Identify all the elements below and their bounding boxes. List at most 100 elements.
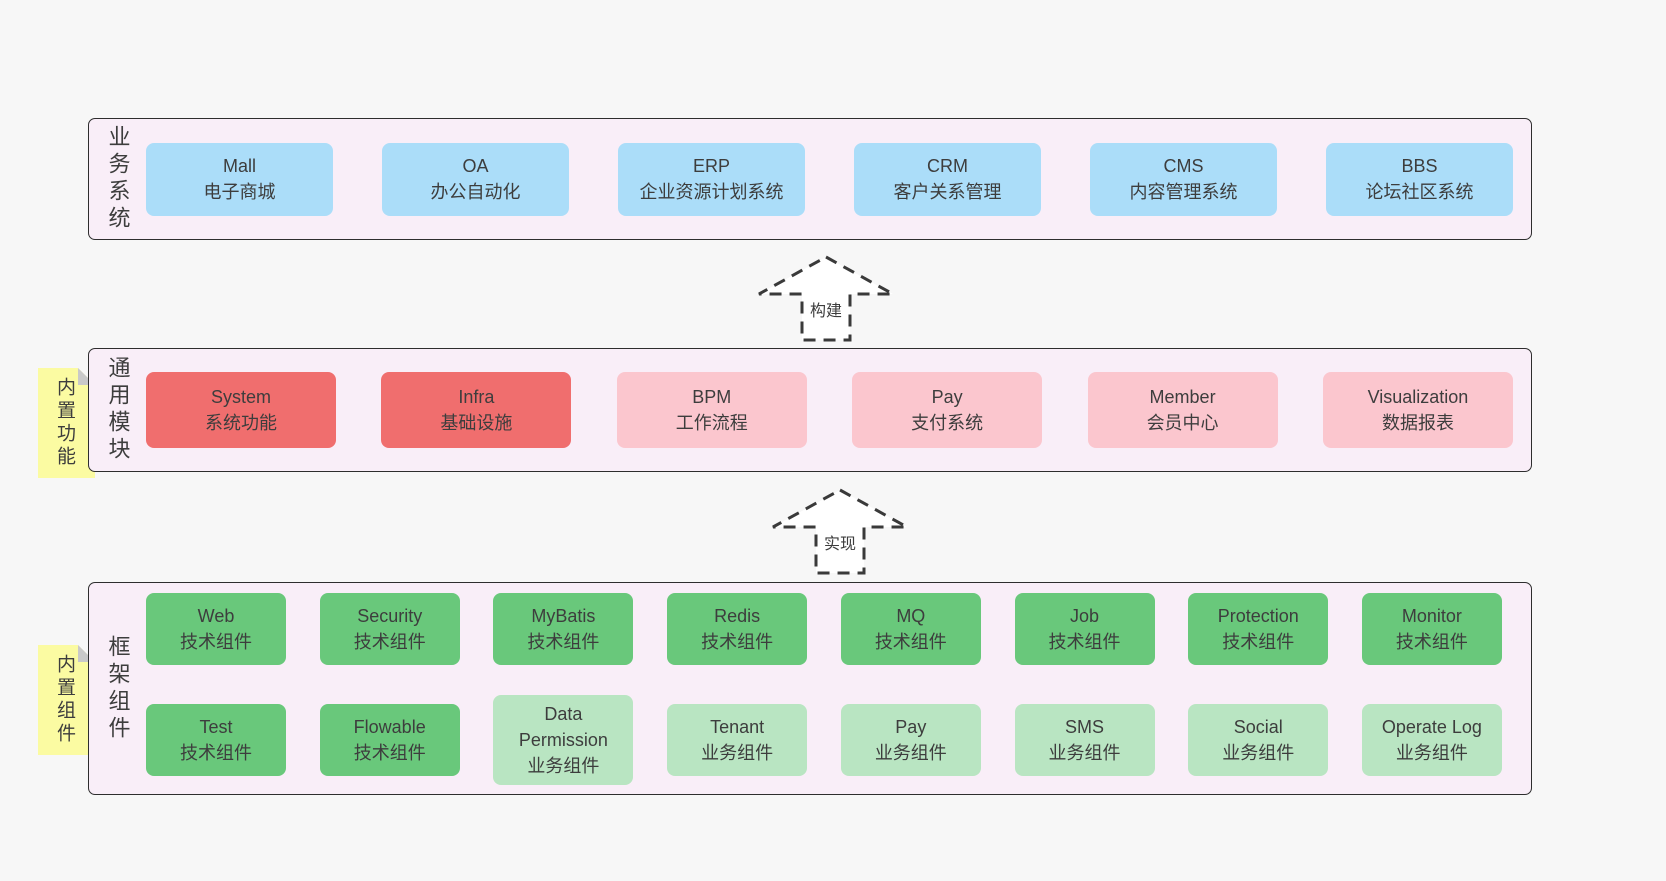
- component-box-visualization: Visualization 数据报表: [1322, 372, 1513, 448]
- section-label-column: 通用模块: [89, 349, 146, 471]
- component-desc: 业务组件: [527, 755, 600, 776]
- component-box-bbs: BBS 论坛社区系统: [1326, 142, 1513, 216]
- component-box-protection: Protection 技术组件: [1188, 592, 1329, 665]
- component-desc: 工作流程: [675, 413, 748, 433]
- component-name: MQ: [896, 605, 926, 626]
- sticky-note-built-in-components: 内置组件: [38, 645, 95, 755]
- section-rows: Web 技术组件 Security 技术组件 MyBatis 技术组件 Redi…: [146, 583, 1531, 794]
- component-box-data-permission: Data Permission 业务组件: [493, 694, 634, 785]
- component-name: Visualization: [1367, 387, 1469, 407]
- component-desc: 系统功能: [205, 413, 277, 433]
- component-box-job: Job 技术组件: [1014, 592, 1155, 665]
- component-desc: 数据报表: [1381, 413, 1454, 433]
- arrow-build-label: 构建: [756, 297, 896, 321]
- up-arrow-icon: [758, 255, 894, 342]
- component-box-monitor: Monitor 技术组件: [1361, 592, 1502, 665]
- component-box-mq: MQ 技术组件: [840, 592, 981, 665]
- section-rows: Mall 电子商城 OA 办公自动化 ERP 企业资源计划系统 CRM 客户关系…: [146, 119, 1531, 239]
- section-label-column: 业务系统: [89, 119, 146, 239]
- component-desc: 电子商城: [203, 182, 276, 202]
- component-name: Mall: [222, 156, 256, 176]
- component-desc: 业务组件: [1222, 742, 1295, 763]
- component-name: BPM: [692, 387, 732, 407]
- component-desc: 业务组件: [874, 742, 947, 763]
- component-box-operate-log: Operate Log 业务组件: [1361, 703, 1502, 776]
- arrow-build: 构建: [756, 255, 896, 343]
- component-name: System: [210, 387, 271, 407]
- component-name: Test: [199, 716, 233, 737]
- component-name: MyBatis: [531, 605, 596, 626]
- component-name: Job: [1070, 605, 1100, 626]
- component-desc: 技术组件: [1395, 631, 1468, 652]
- component-box-redis: Redis 技术组件: [667, 592, 808, 665]
- component-desc: 技术组件: [353, 631, 426, 652]
- component-box-sms: SMS 业务组件: [1014, 703, 1155, 776]
- component-desc: 论坛社区系统: [1365, 182, 1474, 202]
- sticky-note-label: 内置功能: [54, 377, 75, 469]
- component-box-security: Security 技术组件: [319, 592, 460, 665]
- component-name: Protection: [1217, 605, 1299, 626]
- component-desc: 会员中心: [1146, 413, 1219, 433]
- component-desc: 技术组件: [180, 631, 252, 652]
- component-desc: 企业资源计划系统: [639, 182, 784, 202]
- component-box-crm: CRM 客户关系管理: [854, 142, 1041, 216]
- component-desc: 技术组件: [701, 631, 774, 652]
- component-name: ERP: [692, 156, 730, 176]
- component-box-member: Member 会员中心: [1087, 372, 1278, 448]
- component-name: Operate Log: [1381, 716, 1482, 737]
- arrow-implement-label: 实现: [770, 530, 910, 554]
- component-box-erp: ERP 企业资源计划系统: [618, 142, 805, 216]
- component-name: Web: [197, 605, 235, 626]
- component-box-mybatis: MyBatis 技术组件: [493, 592, 634, 665]
- component-desc: 业务组件: [1048, 742, 1121, 763]
- up-arrow-icon: [772, 488, 908, 575]
- section-rows: System 系统功能 Infra 基础设施 BPM 工作流程 Pay 支付系统…: [146, 349, 1531, 471]
- component-name: Pay: [895, 716, 927, 737]
- component-desc: 技术组件: [874, 631, 947, 652]
- component-box-pay: Pay 业务组件: [840, 703, 981, 776]
- component-desc: 技术组件: [1222, 631, 1295, 652]
- component-box-flowable: Flowable 技术组件: [319, 703, 460, 776]
- component-desc: 内容管理系统: [1129, 182, 1238, 202]
- component-row: Web 技术组件 Security 技术组件 MyBatis 技术组件 Redi…: [146, 592, 1502, 665]
- component-name: Flowable: [353, 716, 426, 737]
- arrow-implement: 实现: [770, 488, 910, 576]
- component-desc: 技术组件: [353, 742, 426, 763]
- component-box-tenant: Tenant 业务组件: [667, 703, 808, 776]
- component-name: Security: [357, 605, 423, 626]
- component-desc: 业务组件: [1395, 742, 1468, 763]
- section-title: 业务系统: [105, 125, 131, 233]
- component-desc: 业务组件: [701, 742, 774, 763]
- component-box-oa: OA 办公自动化: [382, 142, 569, 216]
- component-name: CRM: [927, 156, 968, 176]
- component-name: Data Permission: [518, 703, 608, 750]
- component-desc: 基础设施: [440, 413, 513, 433]
- component-box-pay: Pay 支付系统: [852, 372, 1043, 448]
- component-box-social: Social 业务组件: [1188, 703, 1329, 776]
- component-name: Pay: [931, 387, 963, 407]
- component-name: Infra: [458, 387, 495, 407]
- sticky-note-label: 内置组件: [54, 654, 75, 746]
- component-desc: 客户关系管理: [893, 182, 1002, 202]
- component-desc: 技术组件: [1048, 631, 1121, 652]
- component-box-mall: Mall 电子商城: [146, 142, 333, 216]
- component-desc: 技术组件: [527, 631, 600, 652]
- component-row: System 系统功能 Infra 基础设施 BPM 工作流程 Pay 支付系统…: [146, 372, 1513, 448]
- component-desc: 支付系统: [911, 413, 984, 433]
- component-name: BBS: [1401, 156, 1438, 176]
- component-name: Redis: [714, 605, 761, 626]
- section-framework-components: 框架组件 Web 技术组件 Security 技术组件 MyBatis 技术组件…: [88, 582, 1532, 795]
- component-box-cms: CMS 内容管理系统: [1090, 142, 1277, 216]
- component-desc: 技术组件: [180, 742, 252, 763]
- component-name: OA: [462, 156, 489, 176]
- component-name: CMS: [1163, 156, 1204, 176]
- component-name: Member: [1149, 387, 1216, 407]
- component-box-system: System 系统功能: [146, 372, 336, 448]
- component-desc: 办公自动化: [430, 182, 521, 202]
- section-title: 通用模块: [105, 356, 131, 464]
- section-label-column: 框架组件: [89, 583, 146, 794]
- component-box-web: Web 技术组件: [146, 592, 286, 665]
- component-box-test: Test 技术组件: [146, 703, 286, 776]
- component-name: Social: [1233, 716, 1283, 737]
